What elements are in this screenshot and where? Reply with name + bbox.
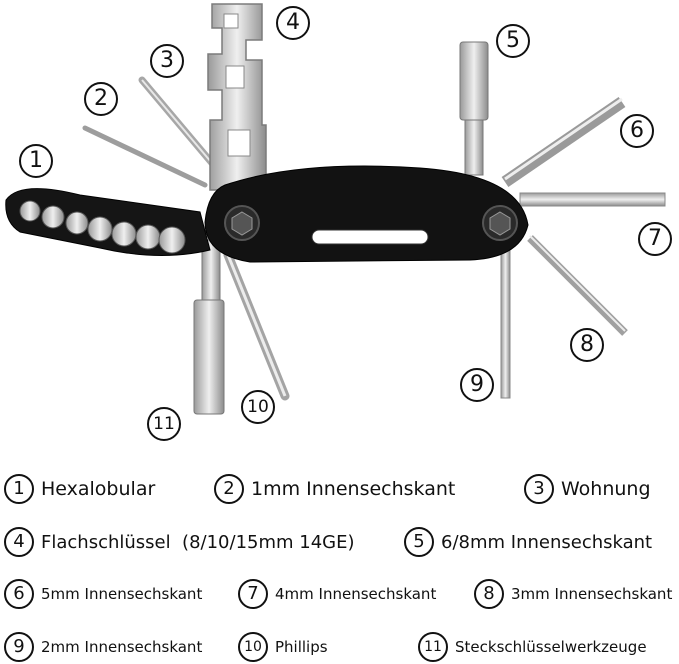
legend-item-2: 2 1mm Innensechskant	[214, 474, 455, 504]
legend-label: 3mm Innensechskant	[511, 585, 673, 603]
hex-key-2mm	[500, 249, 511, 399]
multitool-illustration	[5, 3, 666, 415]
legend-number: 11	[418, 632, 448, 662]
legend-label: Hexalobular	[41, 478, 156, 500]
callout-3: 3	[150, 44, 184, 78]
callout-6: 6	[620, 114, 654, 148]
legend-label: 2mm Innensechskant	[41, 638, 203, 656]
callout-4: 4	[276, 6, 310, 40]
legend-label: Flachschlüssel (8/10/15mm 14GE)	[41, 531, 355, 553]
legend-number: 10	[238, 632, 268, 662]
callout-8: 8	[570, 328, 604, 362]
legend-number: 8	[474, 579, 504, 609]
legend-number: 6	[4, 579, 34, 609]
legend-number: 7	[238, 579, 268, 609]
legend-item-11: 11 Steckschlüsselwerkzeuge	[418, 632, 647, 662]
callout-1: 1	[19, 144, 53, 178]
flat-screwdriver	[138, 76, 226, 179]
legend-label: 1mm Innensechskant	[251, 478, 456, 500]
callout-7: 7	[638, 222, 672, 256]
legend-number: 5	[404, 527, 434, 557]
legend-item-10: 10 Phillips	[238, 632, 328, 662]
hex-key-4mm	[519, 192, 666, 207]
legend-item-8: 8 3mm Innensechskant	[474, 579, 672, 609]
callout-10: 10	[241, 390, 275, 424]
legend-number: 4	[4, 527, 34, 557]
tool-photo: 1 2 3 4 5 6 7 8 9 10 11	[5, 3, 672, 441]
socket-6-8mm	[459, 41, 489, 176]
hex-key-1mm	[82, 125, 208, 188]
legend-number: 9	[4, 632, 34, 662]
legend-label: Phillips	[275, 638, 328, 656]
legend-number: 1	[4, 474, 34, 504]
hex-key-3mm	[527, 235, 628, 336]
tool-body	[204, 165, 529, 263]
legend-item-1: 1 Hexalobular	[4, 474, 155, 504]
callout-2: 2	[84, 82, 118, 116]
socket-extension	[193, 239, 225, 415]
legend-item-5: 5 6/8mm Innensechskant	[404, 527, 652, 557]
callout-5: 5	[496, 24, 530, 58]
legend-item-7: 7 4mm Innensechskant	[238, 579, 436, 609]
legend-label: Wohnung	[561, 478, 651, 500]
legend-label: 4mm Innensechskant	[275, 585, 437, 603]
phillips-screwdriver	[223, 250, 290, 401]
legend-number: 3	[524, 474, 554, 504]
flat-wrench	[207, 3, 267, 191]
legend-label: 5mm Innensechskant	[41, 585, 203, 603]
legend-item-3: 3 Wohnung	[524, 474, 651, 504]
legend-item-6: 6 5mm Innensechskant	[4, 579, 202, 609]
callout-9: 9	[460, 368, 494, 402]
hex-key-5mm	[501, 97, 626, 187]
legend-item-4: 4 Flachschlüssel (8/10/15mm 14GE)	[4, 527, 355, 557]
legend-label: Steckschlüsselwerkzeuge	[455, 638, 647, 656]
legend-number: 2	[214, 474, 244, 504]
legend-item-9: 9 2mm Innensechskant	[4, 632, 202, 662]
callout-11: 11	[147, 407, 181, 441]
torx-bit-holder	[5, 188, 211, 257]
legend-label: 6/8mm Innensechskant	[441, 531, 653, 553]
